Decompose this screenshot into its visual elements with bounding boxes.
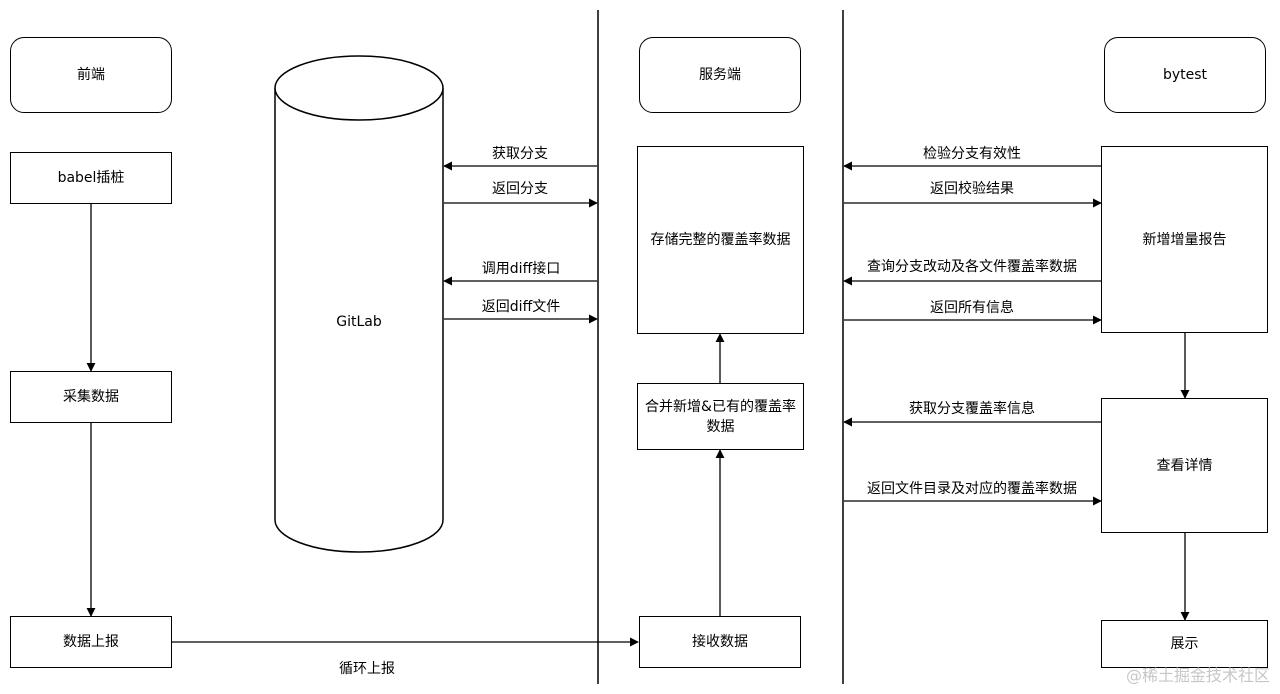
step-view-details: 查看详情 bbox=[1101, 398, 1268, 533]
step-display-label: 展示 bbox=[1170, 636, 1199, 652]
step-store-coverage-label: 存储完整的覆盖率数据 bbox=[650, 232, 791, 248]
msg-check-branch: 检验分支有效性 bbox=[923, 146, 1021, 162]
step-incremental-report-label: 新增增量报告 bbox=[1142, 231, 1227, 248]
step-display: 展示 bbox=[1101, 620, 1268, 668]
step-merge-coverage-label: 合并新增&已有的覆盖率数据 bbox=[645, 398, 796, 435]
lane-header-server-label: 服务端 bbox=[699, 67, 741, 83]
step-data-report-label: 数据上报 bbox=[63, 634, 119, 650]
msg-get-coverage-info: 获取分支覆盖率信息 bbox=[909, 401, 1035, 417]
msg-return-branch: 返回分支 bbox=[492, 181, 548, 197]
step-receive-data-label: 接收数据 bbox=[692, 634, 748, 650]
step-view-details-label: 查看详情 bbox=[1156, 457, 1213, 474]
msg-call-diff: 调用diff接口 bbox=[481, 261, 561, 277]
lane-header-frontend-label: 前端 bbox=[77, 67, 105, 83]
step-collect-data: 采集数据 bbox=[10, 371, 172, 423]
step-store-coverage: 存储完整的覆盖率数据 bbox=[637, 146, 804, 334]
step-merge-coverage: 合并新增&已有的覆盖率数据 bbox=[637, 383, 804, 450]
gitlab-cylinder bbox=[274, 55, 444, 553]
watermark: @稀土掘金技术社区 bbox=[1125, 666, 1270, 685]
msg-query-changes: 查询分支改动及各文件覆盖率数据 bbox=[867, 259, 1077, 275]
lane-header-server: 服务端 bbox=[639, 37, 801, 113]
step-babel-instrument-label: babel插桩 bbox=[57, 170, 125, 186]
lane-header-bytest-label: bytest bbox=[1162, 67, 1208, 83]
step-data-report: 数据上报 bbox=[10, 616, 172, 668]
gitlab-label: GitLab bbox=[336, 314, 382, 330]
msg-return-dir: 返回文件目录及对应的覆盖率数据 bbox=[867, 481, 1077, 497]
step-incremental-report: 新增增量报告 bbox=[1101, 146, 1268, 333]
msg-loop-report: 循环上报 bbox=[339, 661, 395, 677]
lane-header-bytest: bytest bbox=[1104, 37, 1266, 113]
step-collect-data-label: 采集数据 bbox=[63, 389, 119, 405]
msg-get-branch: 获取分支 bbox=[492, 146, 548, 162]
lane-header-frontend: 前端 bbox=[10, 37, 172, 113]
step-babel-instrument: babel插桩 bbox=[10, 152, 172, 204]
msg-return-check: 返回校验结果 bbox=[930, 181, 1014, 197]
step-receive-data: 接收数据 bbox=[639, 616, 801, 668]
msg-return-all: 返回所有信息 bbox=[930, 300, 1014, 316]
msg-return-diff: 返回diff文件 bbox=[481, 299, 561, 315]
